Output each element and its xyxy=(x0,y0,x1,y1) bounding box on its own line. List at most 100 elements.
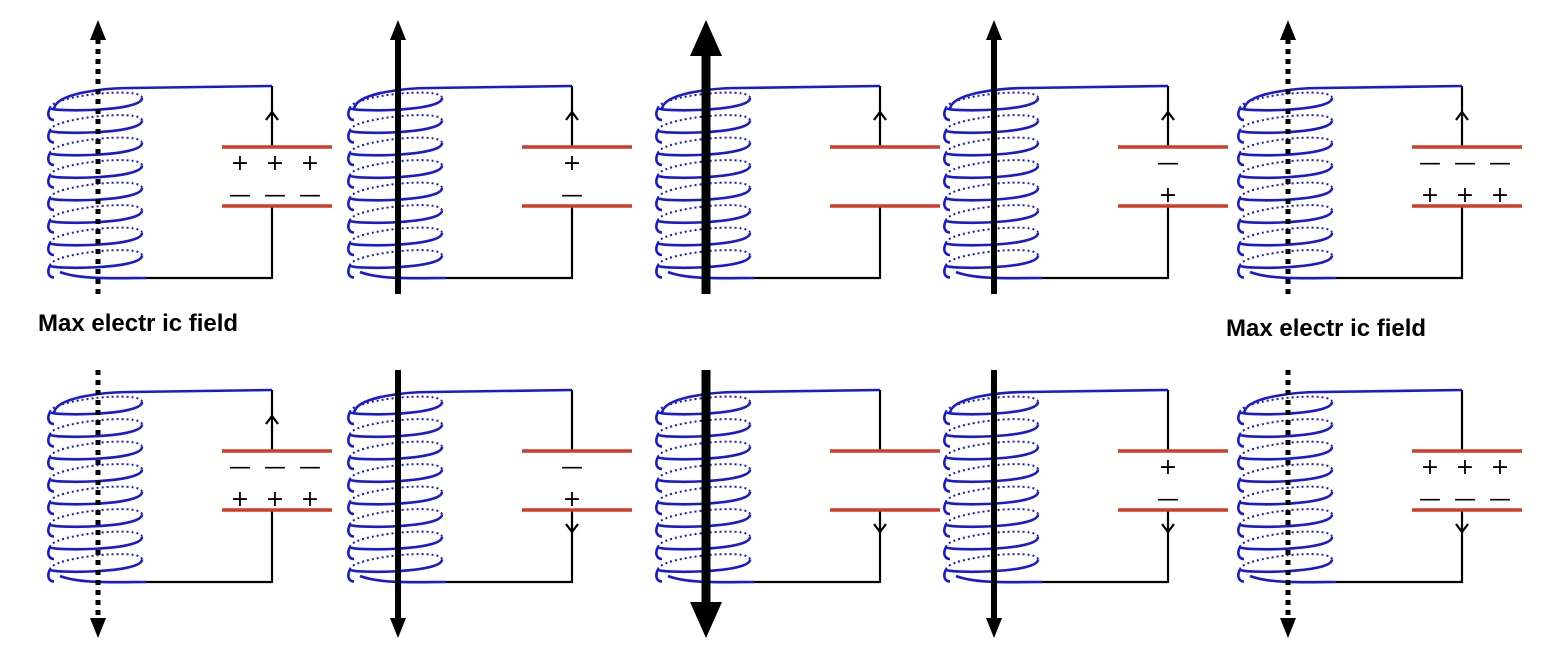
coil-back-turn xyxy=(349,440,443,458)
coil-back-turn xyxy=(49,204,143,222)
minus-charge: — xyxy=(299,183,321,208)
coil-front-turn xyxy=(347,209,444,234)
wire-bottom xyxy=(754,510,882,584)
coil-back-turn xyxy=(945,485,1039,503)
coil-front-turn xyxy=(1237,513,1334,538)
coil-back-turn xyxy=(49,418,143,436)
coil-back-turn xyxy=(1239,136,1333,154)
coil-back-turn xyxy=(657,136,751,154)
coil-front-turn xyxy=(943,491,1040,516)
coil-front-turn xyxy=(1237,254,1334,279)
max-electric-field-label-right: Max electr ic field xyxy=(1226,315,1426,342)
plus-charge: + xyxy=(301,487,319,512)
plus-charge: + xyxy=(563,151,581,176)
coil-front-turn xyxy=(1237,468,1334,493)
arrow-down-icon xyxy=(90,618,106,638)
coil-back-turn xyxy=(1239,249,1333,267)
coil-front-turn xyxy=(943,536,1040,561)
arrow-down-icon xyxy=(1280,618,1296,638)
coil-bottom-lead xyxy=(359,270,447,280)
coil-back-turn xyxy=(657,204,751,222)
coil-bottom-lead xyxy=(667,574,755,584)
coil-front-turn xyxy=(347,254,444,279)
coil-front-turn xyxy=(347,232,444,257)
arrow-up-icon xyxy=(90,20,106,40)
coil-back-turn xyxy=(657,91,751,109)
coil-front-turn xyxy=(347,423,444,448)
coil-back-turn xyxy=(49,553,143,571)
coil-front-turn xyxy=(655,97,752,122)
coil-front-turn xyxy=(47,558,144,583)
coil-front-turn xyxy=(47,401,144,426)
coil-front-turn xyxy=(1237,536,1334,561)
plus-charge: + xyxy=(563,487,581,512)
coil-back-turn xyxy=(49,395,143,413)
coil-front-turn xyxy=(943,468,1040,493)
coil-front-turn xyxy=(1237,142,1334,167)
coil-front-turn xyxy=(1237,558,1334,583)
coil-top-lead xyxy=(52,388,273,415)
coil-back-turn xyxy=(945,395,1039,413)
coil-front-turn xyxy=(655,423,752,448)
coil-front-turn xyxy=(655,536,752,561)
circuit-cell-bottom-4: +— xyxy=(943,370,1228,638)
coil-back-turn xyxy=(49,181,143,199)
coil-top-lead xyxy=(660,84,881,111)
coil-back-turn xyxy=(49,136,143,154)
coil-front-turn xyxy=(47,513,144,538)
coil-front-turn xyxy=(347,491,444,516)
coil-front-turn xyxy=(347,468,444,493)
coil-back-turn xyxy=(349,463,443,481)
coil-front-turn xyxy=(1237,97,1334,122)
arrow-down-icon xyxy=(390,618,406,638)
coil-front-turn xyxy=(943,446,1040,471)
coil-front-turn xyxy=(347,446,444,471)
coil-back-turn xyxy=(49,159,143,177)
circuit-cell-bottom-3 xyxy=(655,370,940,638)
plus-charge: + xyxy=(266,151,284,176)
coil-front-turn xyxy=(1237,209,1334,234)
coil-bottom-lead xyxy=(59,270,147,280)
coil-back-turn xyxy=(657,181,751,199)
coil-back-turn xyxy=(49,91,143,109)
coil-front-turn xyxy=(943,187,1040,212)
coil-back-turn xyxy=(349,418,443,436)
circuit-cells: +++———+——+———+++———+++—++—+++——— xyxy=(47,20,1522,638)
coil-bottom-lead xyxy=(955,270,1043,280)
coil-front-turn xyxy=(347,187,444,212)
wire-bottom xyxy=(146,510,274,584)
current-arrow xyxy=(873,110,887,121)
coil-front-turn xyxy=(47,232,144,257)
arrow-up-icon xyxy=(986,20,1002,40)
arrow-down-icon xyxy=(690,602,722,638)
minus-charge: — xyxy=(1489,151,1511,176)
coil-front-turn xyxy=(1237,164,1334,189)
coil-front-turn xyxy=(347,536,444,561)
coil-front-turn xyxy=(1237,119,1334,144)
coil-back-turn xyxy=(1239,114,1333,132)
plus-charge: + xyxy=(1159,183,1177,208)
minus-charge: — xyxy=(264,183,286,208)
coil-back-turn xyxy=(1239,181,1333,199)
coil-front-turn xyxy=(347,401,444,426)
coil-front-turn xyxy=(943,209,1040,234)
current-arrow xyxy=(1455,110,1469,121)
coil-front-turn xyxy=(655,558,752,583)
coil-front-turn xyxy=(47,423,144,448)
coil-back-turn xyxy=(1239,395,1333,413)
coil-back-turn xyxy=(1239,463,1333,481)
coil-back-turn xyxy=(1239,553,1333,571)
coil-front-turn xyxy=(347,513,444,538)
wire-bottom xyxy=(754,206,882,280)
max-electric-field-label-left: Max electr ic field xyxy=(38,310,238,337)
coil-front-turn xyxy=(943,558,1040,583)
coil-back-turn xyxy=(657,530,751,548)
wire-bottom xyxy=(1042,510,1170,584)
current-arrow xyxy=(265,414,279,425)
coil-back-turn xyxy=(1239,159,1333,177)
coil-back-turn xyxy=(945,530,1039,548)
coil-back-turn xyxy=(349,114,443,132)
coil-front-turn xyxy=(943,164,1040,189)
current-arrow xyxy=(565,110,579,121)
arrow-down-icon xyxy=(986,618,1002,638)
